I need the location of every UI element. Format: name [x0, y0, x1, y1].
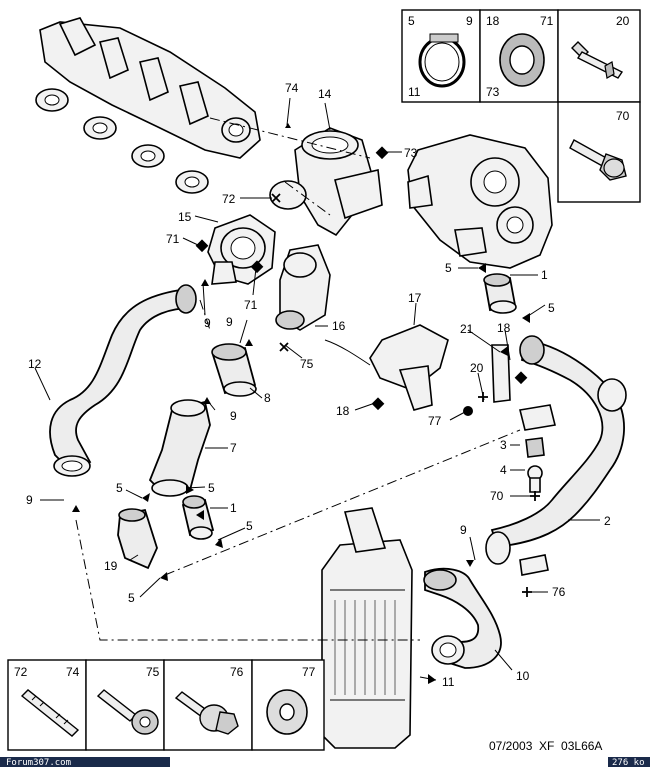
washer-icon: [266, 689, 308, 735]
callout-75: 75: [300, 357, 314, 371]
hose-clamp-icon: [418, 33, 466, 88]
callout-12: 12: [28, 357, 42, 371]
callout-5-turbo: 5: [445, 261, 452, 275]
assembly-centre-lines: [75, 117, 521, 641]
callout-5-right: 5: [548, 301, 555, 315]
callout-71-mid: 71: [244, 298, 258, 312]
callout-73: 73: [404, 146, 418, 160]
watermark-site: Forum307.com: [6, 758, 71, 767]
callout-18-left: 18: [336, 404, 350, 418]
callout-19: 19: [104, 559, 118, 573]
callout-76: 76: [552, 585, 566, 599]
hose-19: [117, 508, 158, 570]
inset-bottom-label-74: 74: [66, 665, 80, 679]
callout-5-c: 5: [246, 519, 253, 533]
pipe-16: [275, 244, 331, 331]
callout-7: 7: [230, 441, 237, 455]
intercooler: [321, 507, 413, 749]
elbow-pipe-14: [269, 127, 383, 237]
inset-bottom-label-76: 76: [230, 665, 244, 679]
inset-stud-label-20: 20: [616, 14, 630, 28]
exhaust-manifold: [35, 17, 261, 194]
callout-71-left: 71: [166, 232, 180, 246]
callout-1-right: 1: [541, 268, 548, 282]
socket-bolt-icon: [96, 689, 159, 735]
seal-ring-icon: [499, 33, 545, 87]
inset-clamp-label-9: 9: [466, 14, 473, 28]
threaded-stud-icon: [20, 689, 80, 737]
callout-3: 3: [500, 438, 507, 452]
inset-clamp-label-11: 11: [408, 85, 421, 99]
inset-seal-label-18: 18: [486, 14, 500, 28]
callout-2: 2: [604, 514, 611, 528]
sleeve-1-right: [483, 273, 517, 314]
inset-bottom-label-75: 75: [146, 665, 160, 679]
inset-clamp: 5 9 11: [401, 9, 481, 103]
callout-9-valve: 9: [204, 316, 211, 330]
inset-stud: 20: [557, 9, 641, 103]
callout-14: 14: [318, 87, 332, 101]
callout-18-right: 18: [497, 321, 511, 335]
callout-15: 15: [178, 210, 192, 224]
hose-10: [423, 567, 502, 669]
callout-77: 77: [428, 414, 442, 428]
inset-seal-label-73: 73: [486, 85, 500, 99]
inset-bottom-hardware: 72 74 75 76 77: [7, 659, 325, 751]
inset-bolt: 70: [557, 101, 641, 203]
inset-bottom-label-72: 72: [14, 665, 28, 679]
callout-4: 4: [500, 463, 507, 477]
small-parts-3-4: [525, 437, 545, 493]
watermark-size: 276 ko: [612, 758, 645, 767]
callout-5-d: 5: [128, 591, 135, 605]
watermark-bar: Forum307.com 276 ko: [0, 757, 650, 767]
callout-20: 20: [470, 361, 484, 375]
inset-bolt-label-70: 70: [616, 109, 630, 123]
leader-lines: [34, 97, 600, 681]
hose-12: [49, 284, 197, 477]
callout-21: 21: [460, 322, 474, 336]
valve-body-15: [207, 214, 276, 285]
callout-9-hose12: 9: [26, 493, 33, 507]
callout-16: 16: [332, 319, 346, 333]
hex-flange-bolt-icon: [174, 691, 239, 735]
callout-70: 70: [490, 489, 504, 503]
callout-11: 11: [442, 675, 455, 689]
stud-bolt-icon: [571, 41, 624, 79]
callout-9-pipe7: 9: [230, 409, 237, 423]
bracket-17: [324, 324, 449, 411]
callout-labels: 74 14 73 72 15 71 71 9 9 16 75 12 8 9 7 …: [26, 81, 611, 689]
pipe-7: [148, 399, 211, 497]
callout-9-right: 9: [460, 523, 467, 537]
inset-seal-label-71: 71: [540, 14, 554, 28]
inset-seal: 18 71 73: [479, 9, 559, 103]
callout-5-b: 5: [208, 481, 215, 495]
inset-clamp-label-5: 5: [408, 14, 415, 28]
callout-74: 74: [285, 81, 299, 95]
fastener-marks: [72, 123, 540, 684]
pipe-2: [485, 335, 627, 576]
inset-bottom-label-77: 77: [302, 665, 316, 679]
callout-10: 10: [516, 669, 530, 683]
drawing-reference: 07/2003 XF 03L66A: [489, 739, 602, 753]
sleeve-1-left: [181, 495, 215, 540]
callout-5-a: 5: [116, 481, 123, 495]
callout-8: 8: [264, 391, 271, 405]
turbocharger: [407, 134, 553, 269]
flange-bolt-icon: [569, 139, 627, 181]
callout-72: 72: [222, 192, 236, 206]
callout-9-sleeve: 9: [226, 315, 233, 329]
callout-17: 17: [408, 291, 422, 305]
callout-1-left: 1: [230, 501, 237, 515]
sleeve-8: [211, 343, 257, 397]
